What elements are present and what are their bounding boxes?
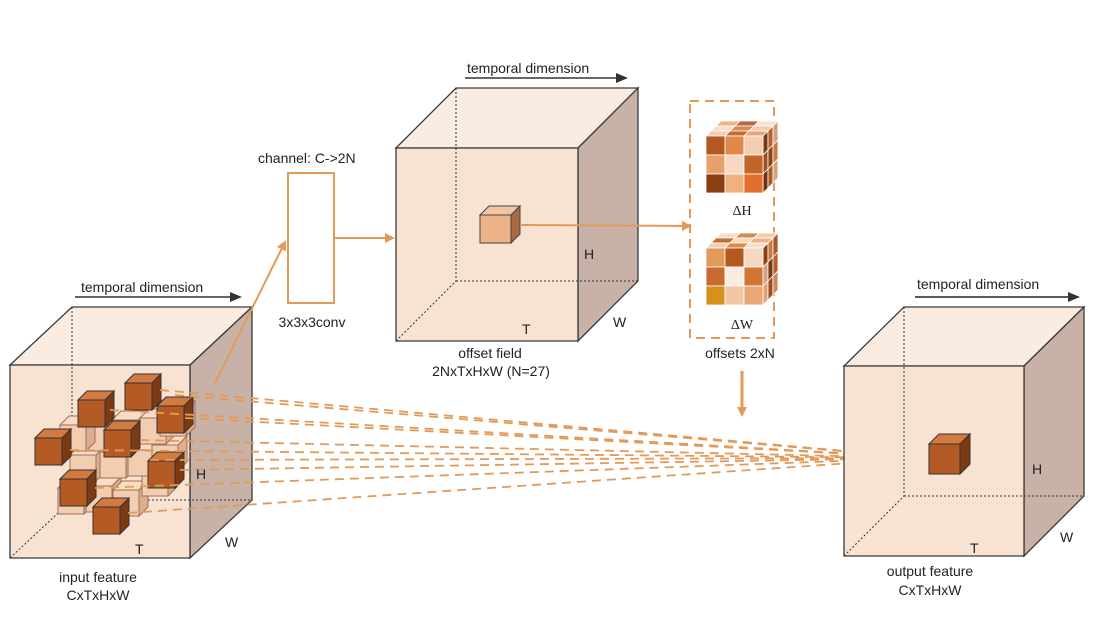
front-cell <box>743 173 764 194</box>
offset-axis-t: T <box>522 321 531 337</box>
front-cell <box>705 285 726 306</box>
sampling-line <box>139 439 925 459</box>
front-cell <box>743 135 764 156</box>
front-cell <box>743 154 764 175</box>
front-cell <box>724 247 745 268</box>
front-cell <box>724 154 745 175</box>
front-cell <box>743 247 764 268</box>
sampling-line <box>184 417 925 459</box>
input-axis-t: T <box>135 541 144 557</box>
dark-sampled-cube <box>155 395 195 435</box>
delta-w-cube <box>705 232 779 306</box>
delta-h-cube <box>705 120 779 194</box>
output-voxel <box>927 432 972 476</box>
sampling-line <box>179 457 925 471</box>
sampling-line <box>69 449 925 459</box>
input-to-conv-arrow <box>214 240 286 384</box>
offset-field-shape: 2NxTxHxW (N=27) <box>432 363 550 379</box>
offset-axis-h: H <box>584 246 594 262</box>
front-cell <box>724 135 745 156</box>
side-cell <box>772 270 779 296</box>
offset-field-to-offsets-arrow <box>519 220 692 231</box>
offset-field-cube <box>394 86 640 343</box>
offsets-name: offsets 2xN <box>705 345 775 361</box>
dark-sampled-cube <box>58 468 98 508</box>
output-axis-h: H <box>1032 461 1042 477</box>
output-axis-t: T <box>970 540 979 556</box>
output-feature-name: output feature <box>887 563 974 579</box>
side-cell <box>772 158 779 184</box>
front-cell <box>743 266 764 287</box>
front-cell <box>743 285 764 306</box>
dark-sampled-cube <box>123 372 163 412</box>
offset-axis-w: W <box>613 314 627 330</box>
front-cell <box>705 266 726 287</box>
delta-w-label: ΔW <box>731 318 754 333</box>
offset-field-voxel <box>478 204 522 245</box>
conv-name: 3x3x3conv <box>279 314 346 330</box>
input-axis-w: W <box>225 534 239 550</box>
offset-field-name: offset field <box>458 345 522 361</box>
input-temporal-label: temporal dimension <box>81 279 203 295</box>
front-cell <box>705 247 726 268</box>
conv-box <box>287 172 335 304</box>
front-cell <box>705 154 726 175</box>
input-axis-h: H <box>196 466 206 482</box>
output-feature-shape: CxTxHxW <box>899 582 963 598</box>
front-cell <box>705 135 726 156</box>
sampling-line <box>174 394 925 459</box>
sampling-line <box>127 457 925 514</box>
dark-sampled-cube <box>91 496 131 536</box>
dark-sampled-cube <box>76 389 116 429</box>
front-cell <box>724 173 745 194</box>
output-axis-w: W <box>1060 529 1074 545</box>
dark-sampled-cube <box>33 427 73 467</box>
front-cell <box>724 285 745 306</box>
front-cell <box>705 173 726 194</box>
conv-channel-label: channel: C->2N <box>258 150 356 166</box>
front-cell <box>724 266 745 287</box>
output-feature-cube <box>842 305 1086 558</box>
dark-sampled-cube <box>102 419 142 459</box>
sampling-line <box>159 389 925 459</box>
dark-sampled-cube <box>146 450 186 490</box>
delta-h-label: ΔH <box>732 204 751 219</box>
output-temporal-label: temporal dimension <box>917 276 1039 292</box>
sampling-line <box>149 457 925 461</box>
input-feature-name: input feature <box>59 569 137 585</box>
offset-temporal-label: temporal dimension <box>467 60 589 76</box>
input-feature-shape: CxTxHxW <box>67 587 131 603</box>
offsets-dashed-box <box>689 100 775 339</box>
sampling-line <box>94 457 925 489</box>
